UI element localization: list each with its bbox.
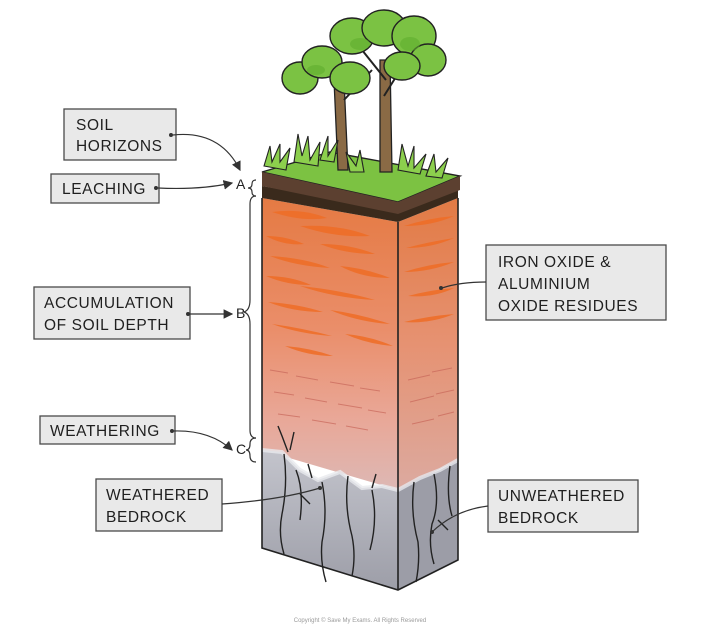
column-outline	[261, 198, 459, 591]
arrow-icon	[172, 133, 241, 172]
label-iron-oxide-line2: ALUMINIUM	[498, 276, 590, 293]
label-accumulation-line1: ACCUMULATION	[44, 295, 174, 312]
label-weathered-bedrock-line2: BEDROCK	[106, 509, 187, 526]
label-weathered-bedrock: WEATHERED BEDROCK	[95, 478, 223, 532]
soil-texture	[269, 367, 455, 431]
bedrock-front-face	[262, 450, 398, 590]
label-soil-horizons-line2: HORIZONS	[76, 138, 163, 155]
label-unweathered-bedrock: UNWEATHERED BEDROCK	[487, 479, 639, 533]
label-leaching: LEACHING	[50, 173, 160, 204]
horizon-c: C	[236, 441, 246, 457]
label-accumulation: ACCUMULATION OF SOIL DEPTH	[33, 286, 191, 340]
arrow-icon	[173, 430, 233, 451]
tree-icon	[281, 9, 447, 173]
label-weathering: WEATHERING	[39, 415, 176, 445]
iron-oxide-streaks-side	[404, 216, 454, 323]
iron-oxide-streaks	[266, 210, 393, 356]
label-iron-oxide-line1: IRON OXIDE &	[498, 254, 611, 271]
horizon-b: B	[236, 305, 245, 321]
label-accumulation-line2: OF SOIL DEPTH	[44, 317, 169, 334]
label-unweathered-bedrock-line1: UNWEATHERED	[498, 488, 625, 505]
bedrock-cracks	[277, 425, 453, 583]
label-iron-oxide: IRON OXIDE & ALUMINIUM OXIDE RESIDUES	[485, 244, 667, 321]
label-unweathered-bedrock-line2: BEDROCK	[498, 510, 579, 527]
label-soil-horizons-line1: SOIL	[76, 117, 114, 134]
label-soil-horizons: SOIL HORIZONS	[63, 108, 177, 161]
horizon-markers: A B C	[236, 176, 257, 463]
horizon-a: A	[236, 176, 246, 192]
label-iron-oxide-line3: OXIDE RESIDUES	[498, 298, 638, 315]
label-leaching-text: LEACHING	[62, 181, 146, 198]
soil-side-face	[398, 198, 458, 490]
arrow-icon	[157, 180, 234, 190]
bracket-icon	[247, 179, 257, 197]
label-weathering-text: WEATHERING	[50, 423, 160, 440]
grass-icon	[263, 133, 449, 179]
soil-column	[261, 151, 463, 591]
copyright-text: Copyright © Save My Exams. All Rights Re…	[294, 617, 426, 624]
label-weathered-bedrock-line1: WEATHERED	[106, 487, 209, 504]
